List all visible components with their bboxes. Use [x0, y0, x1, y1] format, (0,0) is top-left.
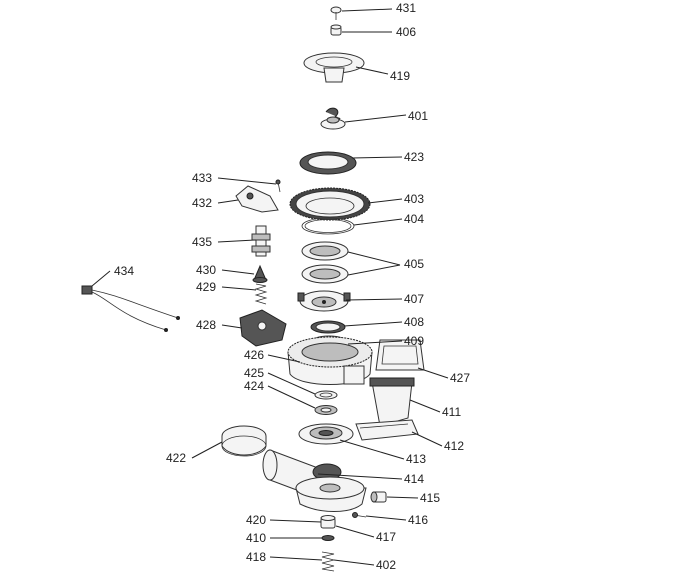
label-434: 434 [114, 264, 134, 278]
label-427: 427 [450, 371, 470, 385]
part-420-cap [320, 515, 336, 529]
label-415: 415 [420, 491, 440, 505]
part-423-ring [299, 151, 357, 175]
label-402: 402 [376, 558, 396, 572]
label-417: 417 [376, 530, 396, 544]
part-425-washer [314, 390, 338, 400]
part-412-tray [355, 419, 419, 441]
label-422: 422 [166, 451, 186, 465]
part-415-fitting [370, 491, 387, 503]
label-409: 409 [404, 334, 424, 348]
label-429: 429 [196, 280, 216, 294]
label-410: 410 [246, 531, 266, 545]
label-407: 407 [404, 292, 424, 306]
label-416: 416 [408, 513, 428, 527]
label-426: 426 [244, 348, 264, 362]
label-404: 404 [404, 212, 424, 226]
part-403-gear-ring [289, 187, 371, 221]
label-413: 413 [406, 452, 426, 466]
label-431: 431 [396, 1, 416, 15]
part-422-clamp-band [221, 425, 267, 457]
part-401-knob [320, 107, 346, 130]
part-434-cable [81, 285, 180, 332]
part-429-spring [254, 283, 268, 305]
label-420: 420 [246, 513, 266, 527]
label-432: 432 [192, 196, 212, 210]
part-424-washer [314, 405, 338, 415]
label-424: 424 [244, 379, 264, 393]
label-435: 435 [192, 235, 212, 249]
label-401: 401 [408, 109, 428, 123]
part-base-plate [295, 476, 367, 512]
part-432-lever [235, 185, 279, 213]
label-425: 425 [244, 366, 264, 380]
part-407-cartridge-top [297, 290, 351, 312]
label-405: 405 [404, 257, 424, 271]
label-403: 403 [404, 192, 424, 206]
part-430-cone [252, 264, 268, 283]
part-416-screw [352, 512, 367, 518]
label-433: 433 [192, 171, 212, 185]
part-408-seal-ring [310, 320, 346, 334]
part-418-spring [321, 551, 335, 572]
part-419-cap [303, 52, 365, 83]
leader-lines [91, 8, 449, 566]
label-428: 428 [196, 318, 216, 332]
part-435-valve-stem [251, 225, 271, 257]
part-433-screw [275, 179, 281, 193]
part-411-filter [369, 377, 415, 427]
part-406-bushing [330, 24, 342, 36]
part-413-disc [298, 423, 354, 445]
part-405-ring-upper [301, 241, 349, 261]
label-408: 408 [404, 315, 424, 329]
part-426-housing [287, 336, 373, 385]
part-410-o-ring [321, 535, 335, 541]
part-431-screw [330, 6, 342, 20]
label-411: 411 [442, 405, 461, 419]
label-423: 423 [404, 150, 424, 164]
label-412: 412 [444, 439, 464, 453]
label-414: 414 [404, 472, 424, 486]
label-419: 419 [390, 69, 410, 83]
label-430: 430 [196, 263, 216, 277]
label-406: 406 [396, 25, 416, 39]
part-405-ring-lower [301, 264, 349, 284]
part-428-bracket [239, 309, 287, 347]
part-404-o-ring [301, 217, 355, 235]
label-418: 418 [246, 550, 266, 564]
